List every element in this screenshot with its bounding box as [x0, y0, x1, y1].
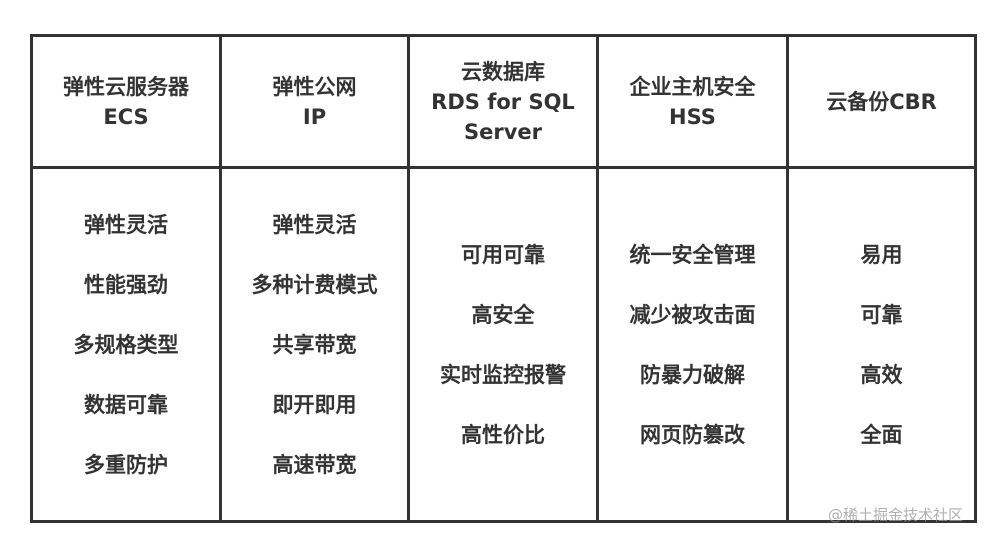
- header-title: 企业主机安全: [629, 74, 756, 99]
- feature-item: 多规格类型: [73, 332, 179, 357]
- features-cell-rds: 可用可靠 高安全 实时监控报警 高性价比: [410, 169, 599, 520]
- feature-item: 多重防护: [84, 452, 168, 477]
- features-row: 弹性灵活 性能强劲 多规格类型 数据可靠 多重防护 弹性灵活 多种计费模式 共享…: [33, 169, 974, 520]
- feature-item: 数据可靠: [84, 392, 168, 417]
- features-cell-hss: 统一安全管理 减少被攻击面 防暴力破解 网页防篡改: [599, 169, 789, 520]
- feature-item: 弹性灵活: [272, 212, 357, 237]
- header-cell-rds: 云数据库 RDS for SQL Server: [410, 37, 599, 166]
- header-cell-hss: 企业主机安全 HSS: [599, 37, 789, 166]
- feature-item: 共享带宽: [272, 332, 357, 357]
- header-row: 弹性云服务器 ECS 弹性公网 IP 云数据库 RDS for SQL Serv…: [33, 37, 974, 169]
- header-cell-ecs: 弹性云服务器 ECS: [33, 37, 222, 166]
- watermark: @稀土掘金技术社区: [828, 506, 964, 524]
- feature-item: 防暴力破解: [640, 362, 745, 387]
- header-cell-cbr: 云备份CBR: [789, 37, 974, 166]
- header-subtitle: ECS: [103, 104, 149, 129]
- cloud-services-table: 弹性云服务器 ECS 弹性公网 IP 云数据库 RDS for SQL Serv…: [30, 34, 977, 523]
- feature-item: 高安全: [471, 302, 535, 327]
- header-title: 云备份CBR: [826, 89, 937, 114]
- feature-item: 高性价比: [461, 422, 545, 447]
- feature-item: 高效: [860, 362, 903, 387]
- feature-item: 全面: [860, 422, 903, 447]
- header-title: 云数据库: [461, 59, 545, 84]
- header-subtitle-2: Server: [463, 119, 542, 144]
- header-subtitle: HSS: [669, 104, 716, 129]
- feature-item: 可用可靠: [461, 242, 545, 267]
- features-cell-ecs: 弹性灵活 性能强劲 多规格类型 数据可靠 多重防护: [33, 169, 222, 520]
- header-subtitle: IP: [302, 104, 327, 129]
- feature-item: 高速带宽: [272, 452, 357, 477]
- header-subtitle: RDS for SQL: [431, 89, 575, 114]
- feature-item: 即开即用: [272, 392, 357, 417]
- features-cell-eip: 弹性灵活 多种计费模式 共享带宽 即开即用 高速带宽: [222, 169, 410, 520]
- header-cell-eip: 弹性公网 IP: [222, 37, 410, 166]
- feature-item: 易用: [860, 242, 903, 267]
- feature-item: 网页防篡改: [640, 422, 745, 447]
- header-title: 弹性云服务器: [63, 74, 189, 99]
- feature-item: 多种计费模式: [251, 272, 378, 297]
- feature-item: 性能强劲: [84, 272, 168, 297]
- header-title: 弹性公网: [272, 74, 357, 99]
- feature-item: 可靠: [860, 302, 903, 327]
- feature-item: 减少被攻击面: [629, 302, 756, 327]
- feature-item: 统一安全管理: [629, 242, 756, 267]
- features-cell-cbr: 易用 可靠 高效 全面: [789, 169, 974, 520]
- feature-item: 实时监控报警: [440, 362, 566, 387]
- feature-item: 弹性灵活: [84, 212, 168, 237]
